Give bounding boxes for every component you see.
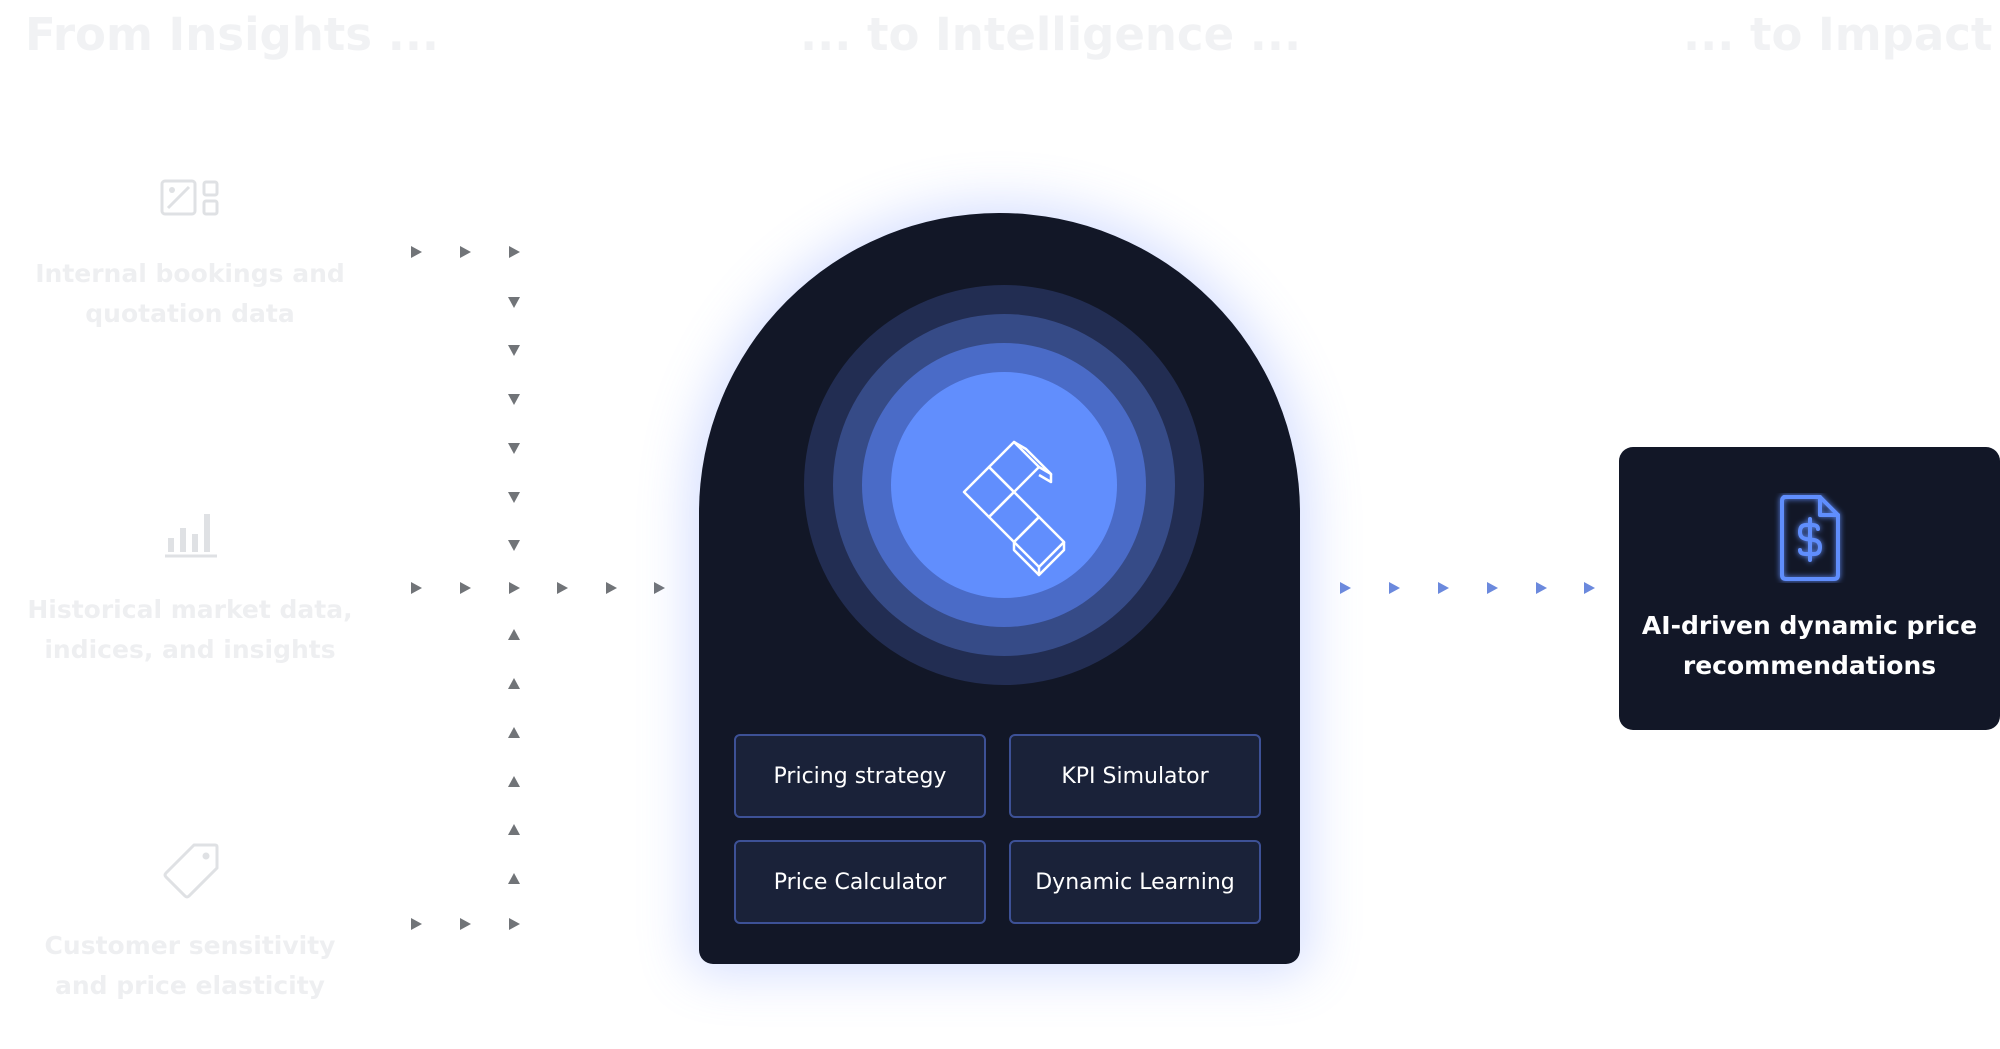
arrow-right-icon [460,582,471,594]
source-label-internal-bookings: Internal bookings and quotation data [35,259,345,328]
arrow-down-icon [508,345,520,356]
arrow-right-icon [557,582,568,594]
arrow-down-icon [508,297,520,308]
arrow-right-blue-icon [1584,582,1595,594]
arrow-right-blue-icon [1487,582,1498,594]
arrow-right-icon [411,582,422,594]
arrow-down-icon [508,394,520,405]
module-pricing-strategy[interactable]: Pricing strategy [734,734,986,818]
arrow-right-icon [411,246,422,258]
arrow-right-icon [654,582,665,594]
intelligence-engine-panel: Pricing strategy KPI Simulator Price Cal… [699,213,1300,964]
arrow-right-blue-icon [1340,582,1351,594]
arrow-right-icon [606,582,617,594]
core-circle [891,372,1117,598]
arrow-up-icon [508,824,520,835]
arrow-up-icon [508,727,520,738]
arrow-right-icon [509,246,520,258]
arrow-right-blue-icon [1389,582,1400,594]
output-label: AI-driven dynamic price recommendations [1641,611,1978,680]
arrow-down-icon [508,540,520,551]
dollar-document-icon [1780,495,1840,581]
header-to-impact: ... to Impact [1683,8,1993,61]
arrow-down-icon [508,492,520,503]
price-tag-icon [163,843,219,899]
header-to-intelligence: ... to Intelligence ... [800,8,1302,61]
module-dynamic-learning[interactable]: Dynamic Learning [1009,840,1261,924]
arrow-up-icon [508,678,520,689]
arrow-right-icon [509,918,520,930]
arrow-right-icon [509,582,520,594]
bar-chart-icon [165,514,217,558]
arrow-up-icon [508,873,520,884]
stacked-cubes-logo-icon [962,440,1066,577]
arrow-right-icon [411,918,422,930]
arrow-right-icon [460,246,471,258]
output-card: AI-driven dynamic price recommendations [1619,447,2000,730]
image-gallery-icon [160,179,219,216]
arrow-up-icon [508,776,520,787]
source-label-customer-sensitivity: Customer sensitivity and price elasticit… [44,931,336,1000]
arrow-up-icon [508,629,520,640]
arrow-right-blue-icon [1536,582,1547,594]
arrow-right-icon [460,918,471,930]
header-from-insights: From Insights ... [25,8,440,61]
module-price-calculator[interactable]: Price Calculator [734,840,986,924]
source-label-historical-market: Historical market data, indices, and ins… [27,595,353,664]
module-kpi-simulator[interactable]: KPI Simulator [1009,734,1261,818]
arrow-down-icon [508,443,520,454]
arrow-right-blue-icon [1438,582,1449,594]
